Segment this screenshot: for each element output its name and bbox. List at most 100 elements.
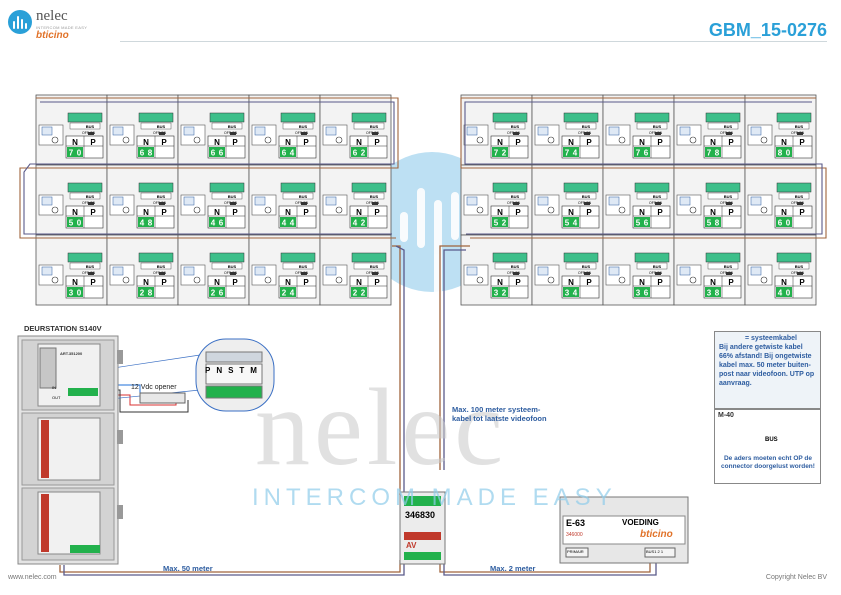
address-digit: 5 bbox=[69, 219, 74, 228]
address-digit: 4 bbox=[282, 219, 287, 228]
power-supply bbox=[559, 496, 689, 564]
n-label: N bbox=[497, 208, 503, 217]
address-digit: 6 bbox=[219, 149, 224, 158]
address-digit: 8 bbox=[148, 149, 153, 158]
watermark-text: nelec bbox=[255, 366, 508, 488]
n-label: N bbox=[639, 278, 645, 287]
m40-bus-label: BUS bbox=[765, 437, 778, 443]
system-cable-note: Max. 100 meter systeem- kabel tot laatst… bbox=[452, 405, 547, 423]
bus-label: BUS bbox=[86, 194, 95, 199]
bus-label: BUS bbox=[795, 124, 804, 129]
n-label: N bbox=[568, 138, 574, 147]
n-label: N bbox=[568, 208, 574, 217]
bus-label: BUS bbox=[370, 264, 379, 269]
cable-loop bbox=[464, 101, 823, 235]
bus-label: BUS bbox=[370, 124, 379, 129]
address-digit: 4 bbox=[573, 219, 578, 228]
p-label: P bbox=[657, 278, 663, 287]
bus-label: BUS bbox=[795, 194, 804, 199]
bus-label: BUS bbox=[653, 194, 662, 199]
logo-brand: bticino bbox=[36, 30, 69, 41]
p-label: P bbox=[232, 208, 238, 217]
n-label: N bbox=[710, 208, 716, 217]
p-label: P bbox=[799, 138, 805, 147]
n-label: N bbox=[214, 208, 220, 217]
door-station-title: DEURSTATION S140V bbox=[24, 324, 102, 333]
address-digit: 0 bbox=[77, 219, 82, 228]
address-digit: 4 bbox=[353, 219, 358, 228]
av-module bbox=[399, 491, 446, 565]
n-label: N bbox=[356, 208, 362, 217]
address-digit: 3 bbox=[707, 289, 712, 298]
bus-label: BUS bbox=[724, 124, 733, 129]
p-label: P bbox=[515, 208, 521, 217]
n-label: N bbox=[72, 278, 78, 287]
address-digit: 0 bbox=[77, 149, 82, 158]
p-label: P bbox=[728, 208, 734, 217]
address-digit: 2 bbox=[282, 289, 287, 298]
legend-title: = systeemkabel bbox=[745, 335, 797, 342]
opener-label: 12 Vdc opener bbox=[131, 384, 177, 391]
n-label: N bbox=[497, 138, 503, 147]
address-digit: 4 bbox=[290, 289, 295, 298]
bus-label: BUS bbox=[653, 264, 662, 269]
address-digit: 2 bbox=[361, 219, 366, 228]
address-digit: 7 bbox=[69, 149, 74, 158]
bus-label: BUS bbox=[157, 124, 166, 129]
p-label: P bbox=[515, 138, 521, 147]
cable-loop bbox=[460, 97, 827, 239]
bus-label: BUS bbox=[582, 194, 591, 199]
logo-tagline: INTERCOM MADE EASY bbox=[36, 25, 88, 30]
n-label: N bbox=[639, 208, 645, 217]
address-digit: 6 bbox=[644, 289, 649, 298]
address-digit: 6 bbox=[219, 219, 224, 228]
n-label: N bbox=[285, 278, 291, 287]
logo-name: nelec bbox=[36, 8, 68, 24]
nelec-logo: nelec INTERCOM MADE EASY bticino bbox=[8, 8, 118, 42]
p-label: P bbox=[303, 278, 309, 287]
n-label: N bbox=[285, 208, 291, 217]
connector-label-p: P bbox=[204, 366, 211, 375]
bus-label: BUS bbox=[724, 264, 733, 269]
p-label: P bbox=[657, 138, 663, 147]
bus-label: BUS bbox=[582, 264, 591, 269]
address-digit: 3 bbox=[636, 289, 641, 298]
p-label: P bbox=[90, 278, 96, 287]
address-digit: 6 bbox=[219, 289, 224, 298]
address-digit: 6 bbox=[644, 149, 649, 158]
bus-label: BUS bbox=[228, 124, 237, 129]
address-digit: 7 bbox=[707, 149, 712, 158]
p-label: P bbox=[161, 208, 167, 217]
p-label: P bbox=[586, 138, 592, 147]
connector-detail bbox=[195, 338, 275, 412]
watermark-subtext: INTERCOM MADE EASY bbox=[252, 484, 617, 511]
connector-label-n: N bbox=[216, 366, 223, 375]
p-label: P bbox=[90, 208, 96, 217]
psu-brand: bticino bbox=[640, 529, 673, 540]
bus-label: BUS bbox=[157, 264, 166, 269]
address-digit: 4 bbox=[290, 149, 295, 158]
address-digit: 7 bbox=[636, 149, 641, 158]
m40-title: M-40 bbox=[718, 412, 734, 419]
p-label: P bbox=[303, 208, 309, 217]
footer-copyright: Copyright Nelec BV bbox=[765, 574, 827, 581]
address-digit: 2 bbox=[502, 149, 507, 158]
address-digit: 3 bbox=[565, 289, 570, 298]
connector-label-m: M bbox=[250, 366, 257, 375]
max-50-note: Max. 50 meter bbox=[163, 564, 213, 573]
bus-label: BUS bbox=[511, 264, 520, 269]
bus-label: BUS bbox=[157, 194, 166, 199]
address-digit: 8 bbox=[715, 289, 720, 298]
